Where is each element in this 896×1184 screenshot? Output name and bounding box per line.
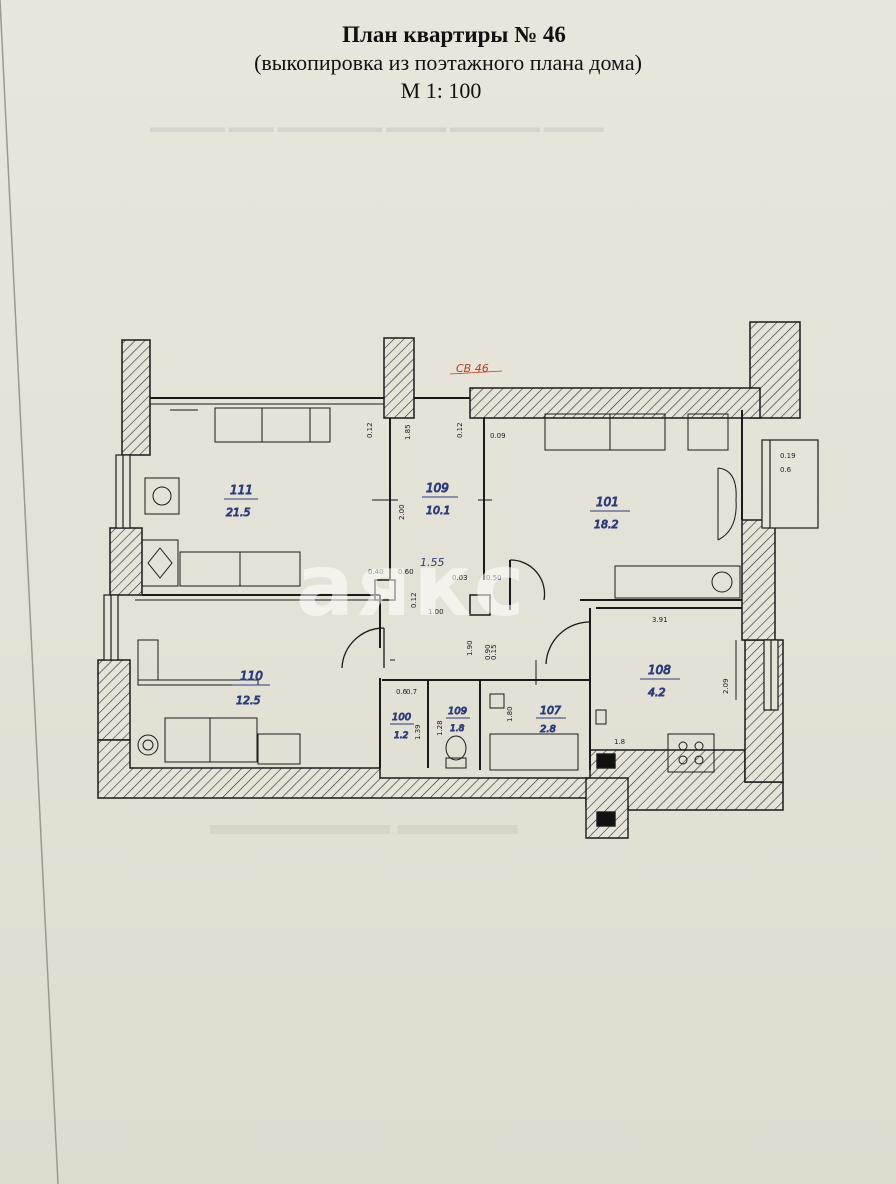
dimension: 1.39 (414, 724, 422, 740)
dimension-labels: 0.12 1.85 0.12 0.09 2.00 1.55 0.60 0.12 … (366, 422, 796, 746)
dimension: 3.91 (652, 616, 668, 624)
dimension: 1.90 (466, 640, 474, 656)
room-id: 108 (648, 663, 671, 677)
plan-subtitle: (выкопировка из поэтажного плана дома) (254, 50, 642, 75)
bleed-through-text: ▬▬▬▬▬ ▬▬▬ ▬▬▬▬▬▬▬ ▬▬▬▬ ▬▬▬▬▬▬ ▬▬▬▬ (150, 120, 604, 136)
top-wall-right (469, 387, 761, 419)
left-wall-upper (121, 339, 151, 456)
furniture (137, 407, 741, 773)
left-wall-lower (97, 659, 131, 741)
windows (103, 439, 819, 711)
doors (341, 559, 591, 669)
plan-header: План квартиры № 46 (выкопировка из поэта… (0, 22, 896, 104)
dimension: 0.03 (452, 574, 468, 582)
room-id: 101 (596, 495, 619, 509)
right-wall-upper (749, 321, 801, 419)
room-area: 10.1 (426, 504, 451, 517)
room-area: 18.2 (594, 518, 619, 531)
stamp-underline (449, 370, 503, 375)
top-column (383, 337, 415, 419)
room-id: 100 (392, 712, 411, 723)
bottom-wall (97, 739, 784, 811)
dimension: 2.00 (398, 504, 406, 520)
room-area: 12.5 (236, 694, 261, 707)
dimension: 1.00 (428, 608, 444, 616)
dimension: 1.8 (614, 738, 625, 746)
plan-scale: М 1: 100 (400, 78, 482, 103)
watermark: аякс (296, 536, 527, 636)
plan-title: План квартиры № 46 (342, 22, 566, 47)
dimension: 0.19 (780, 452, 796, 460)
apartment-stamp: СВ 46 (456, 362, 489, 375)
dimension: 0.40 (368, 568, 384, 576)
room-id: 107 (540, 704, 561, 717)
room-id: 109 (448, 706, 467, 717)
room-id: 110 (240, 669, 263, 683)
dimension: 1.55 (420, 556, 445, 569)
interior-walls (135, 397, 743, 770)
room-area: 21.5 (226, 506, 251, 519)
stair-core (585, 753, 629, 839)
room-id: 111 (230, 483, 253, 497)
dimension: 0.09 (490, 432, 506, 440)
dimension: 0.6 (396, 688, 408, 696)
dimension: 1.28 (436, 720, 444, 736)
dimension: 1.80 (506, 706, 514, 722)
left-wall-mid (109, 527, 143, 596)
room-ticks (170, 409, 537, 685)
dimension: 0.12 (410, 592, 418, 608)
room-labels: 111 21.5 109 10.1 101 18.2 110 12.5 108 … (224, 481, 680, 742)
dimension: 0.90 (484, 644, 492, 660)
right-wall-mid (741, 519, 776, 641)
dimension: 0.50 (486, 574, 502, 582)
dimension: 0.12 (456, 422, 464, 438)
room-area: 1.2 (394, 731, 409, 741)
room-id: 109 (426, 481, 449, 495)
dimension: 0.60 (398, 568, 414, 576)
dimension: 0.6 (780, 466, 792, 474)
room-area: 1.8 (450, 724, 465, 734)
dimension: 1.85 (404, 424, 412, 440)
dimension: 0.15 (490, 644, 498, 660)
room-area: 2.8 (540, 724, 556, 735)
dimension: 0.7 (406, 688, 417, 696)
bleed-through-text: ▬▬▬▬▬▬ ▬▬▬▬ (210, 808, 518, 841)
room-area: 4.2 (648, 686, 666, 699)
dimension: 2.09 (722, 678, 730, 694)
dimension: 0.12 (366, 422, 374, 438)
